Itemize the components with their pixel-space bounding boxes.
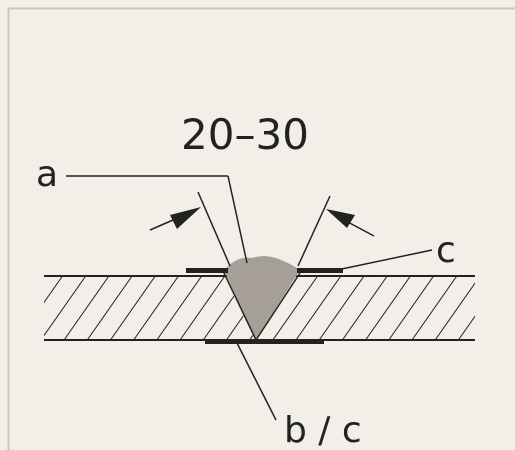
dimension-label: 20–30 (181, 110, 309, 159)
dimension-arrow-right-head (326, 209, 355, 228)
label-c: c (436, 230, 456, 271)
groove-left-edge (223, 272, 257, 341)
base-plate (44, 276, 255, 340)
leader-bc (236, 342, 277, 421)
label-a: a (36, 154, 58, 195)
leader-c (336, 249, 433, 271)
angle-extension-right (297, 195, 331, 267)
leader-a-diagonal (227, 175, 248, 264)
groove-right-edge (255, 272, 301, 341)
frame-border (7, 7, 515, 450)
weld-bead (224, 256, 300, 340)
dimension-arrow-left-head (170, 207, 201, 229)
angle-extension-left (197, 191, 231, 267)
label-b-c: b / c (284, 410, 362, 450)
base-plate-right (255, 276, 475, 340)
top-bar-right (297, 268, 343, 273)
top-bar-left (186, 268, 228, 273)
backing-bar (205, 339, 324, 344)
